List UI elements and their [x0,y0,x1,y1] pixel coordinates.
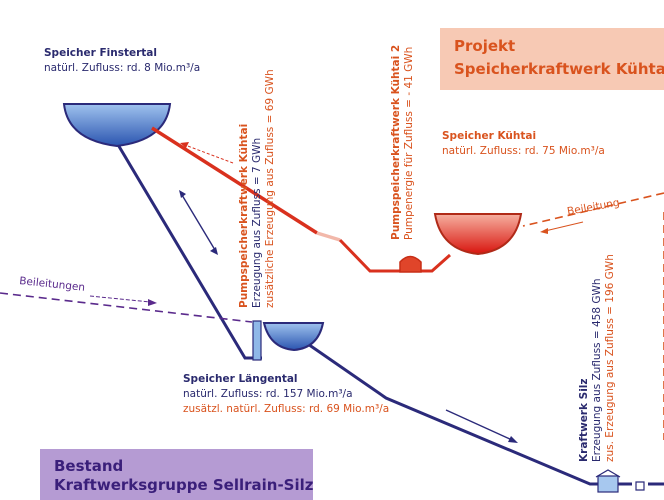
psw-kuehtai-gen: Erzeugung aus Zufluss = 7 GWh [251,137,263,308]
kuehtai-name: Speicher Kühtai [442,130,537,142]
pipe-red-fade [316,231,341,242]
project-box: Projekt Speicherkraftwerk Kühtai [440,28,664,90]
silz-label: Kraftwerk Silz Erzeugung aus Zufluss = 4… [578,254,617,462]
finstertal-inflow: natürl. Zufluss: rd. 8 Mio.m³/a [44,62,201,74]
psw-kuehtai-name: Pumpspeicherkraftwerk Kühtai [238,123,250,308]
silz-gen: Erzeugung aus Zufluss = 458 GWh [591,278,603,462]
project-title-line2: Speicherkraftwerk Kühtai [454,60,664,78]
psw-kuehtai2-pump: Pumpenergie für Zufluss = - 41 GWh [403,46,415,240]
laengental-extra-inflow: zusätzl. natürl. Zufluss: rd. 69 Mio.m³/… [183,403,390,415]
double-arrow-blue [181,194,216,251]
psw-kuehtai2-name: Pumpspeicherkraftwerk Kühtai 2 [390,44,402,240]
pipe-red-upper [151,126,318,235]
project-title-line1: Projekt [454,37,516,55]
psw-kuehtai-label: Pumpspeicherkraftwerk Kühtai Erzeugung a… [238,69,277,308]
psw-kuehtai-extra: zusätzliche Erzeugung aus Zufluss = 69 G… [264,69,276,308]
arrow-red-dashed [184,144,234,164]
kuehtai-inflow: natürl. Zufluss: rd. 75 Mio.m³/a [442,145,605,157]
beileitungen-purple [0,292,253,323]
powerhouse-kuehtai [252,320,262,361]
finstertal-name: Speicher Finstertal [44,47,157,59]
laengental-name: Speicher Längental [183,373,298,385]
beileitung-orange [522,192,664,227]
psw-kuehtai2-label: Pumpspeicherkraftwerk Kühtai 2 Pumpenerg… [390,45,416,240]
powerhouse-silz [597,475,619,493]
pipe-red-to-kuehtai [421,253,451,273]
reservoir-kuehtai [433,213,523,256]
reservoir-finstertal [62,103,172,148]
reservoir-laengental [262,322,325,352]
bestand-title-line2: Kraftwerksgruppe Sellrain-Silz [54,476,314,494]
flow-arrow-silz [445,409,513,441]
pumpstation-kuehtai2 [399,255,422,273]
pipe-red-lower [338,238,400,273]
laengental-inflow: natürl. Zufluss: rd. 157 Mio.m³/a [183,388,353,400]
silz-name: Kraftwerk Silz [578,378,590,463]
bestand-title-line1: Bestand [54,457,124,475]
silz-extra: zus. Erzeugung aus Zufluss = 196 GWh [604,254,616,462]
bestand-box: Bestand Kraftwerksgruppe Sellrain-Silz [40,449,314,500]
